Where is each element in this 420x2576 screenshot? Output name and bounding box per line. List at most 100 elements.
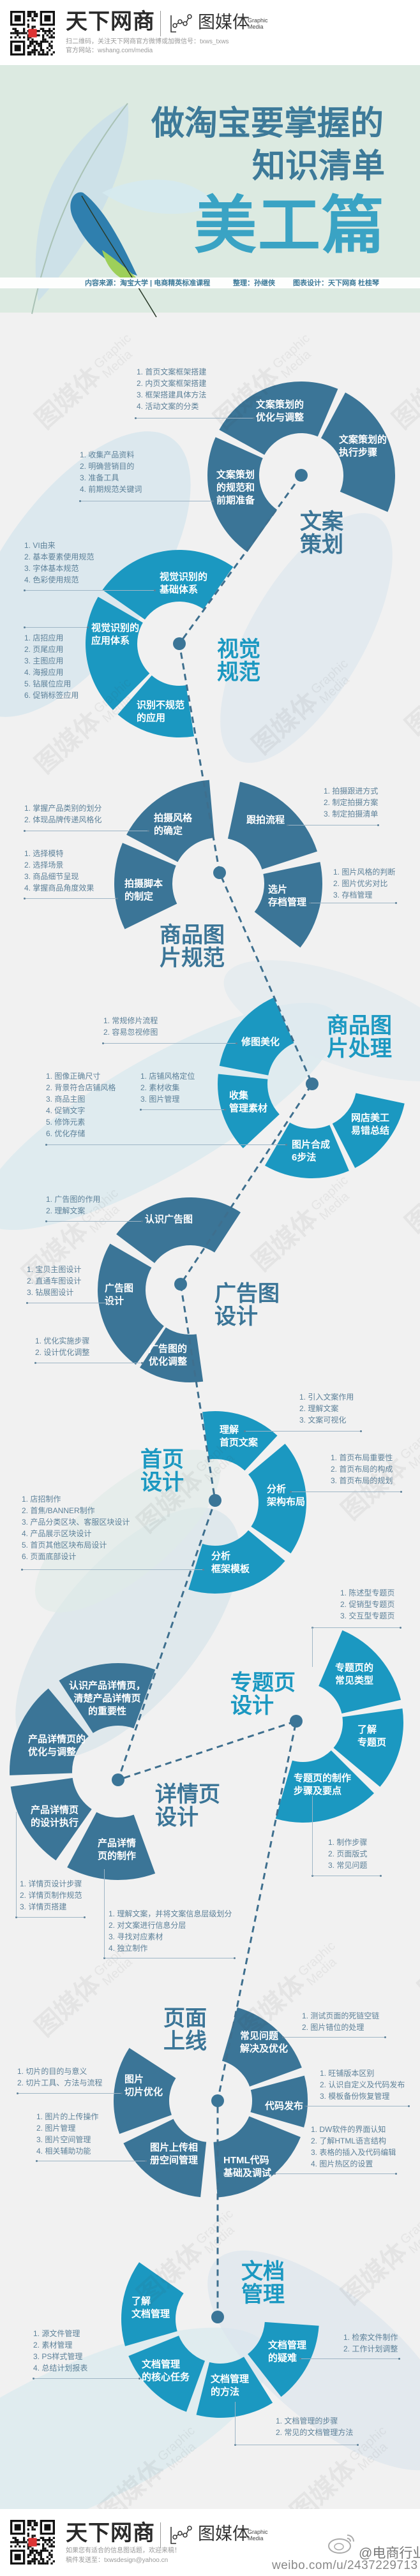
- wheel-segment: [188, 1530, 285, 1594]
- section-title: 首页 设计: [140, 1447, 184, 1495]
- list-item: 1. DW软件的界面认知: [311, 2125, 386, 2134]
- wheel-segment: [86, 596, 150, 710]
- list-item: 3. 钻展图设计: [27, 1288, 74, 1297]
- weibo-icon: [328, 2535, 354, 2554]
- center-dot: [290, 1715, 303, 1728]
- list-item: 3. 表格的插入及代码编辑: [311, 2148, 396, 2157]
- connector-dot: [116, 898, 118, 899]
- connector-line: [312, 1627, 400, 1628]
- connector-dot: [357, 2444, 359, 2446]
- list-item: 1. 制作步骤: [328, 1838, 368, 1847]
- list-item: 1. 陈述型专题页: [340, 1588, 395, 1597]
- list-item: 3. 产品分类区块、客服区块设计: [22, 1518, 130, 1527]
- list-item: 3. 存档管理: [333, 891, 373, 899]
- connector-dot: [299, 2358, 301, 2360]
- list-item: 3. 图片空间管理: [36, 2135, 91, 2144]
- list-item: 1. VI由来: [24, 541, 56, 550]
- list-item: 5. 钻展位应用: [24, 679, 71, 688]
- list-item: 2. 理解文案: [46, 1206, 86, 1215]
- segment-label: 文档管理 的方法: [211, 2374, 250, 2397]
- graphic-media-logo-icon: [170, 14, 192, 33]
- wheel-segment: [10, 1778, 92, 1861]
- segment-label: 认识产品详情页， 清楚产品详情页 的重要性: [69, 1680, 146, 1717]
- connector-line-vertical: [235, 2402, 236, 2445]
- connector-dot: [285, 1144, 287, 1146]
- connector-line: [22, 1569, 203, 1570]
- header-subline-2: 官方网站：wshang.com/media: [66, 47, 153, 54]
- segment-label: 分析 框架模板: [211, 1551, 250, 1574]
- list-item: 5. 首页其他区块布局设计: [22, 1541, 107, 1550]
- list-item: 4. 产品展示区块设计: [22, 1529, 92, 1538]
- wheel-segment: [219, 997, 294, 1076]
- list-item: 1. 店招制作: [22, 1495, 61, 1504]
- connector-dot: [84, 1916, 86, 1918]
- footer-subline-1: 如果您有适合的信息图话题，欢迎来稿！: [66, 2547, 181, 2554]
- list-item: 3. 寻找对应素材: [109, 1932, 163, 1941]
- list-item: 4. 海报应用: [24, 668, 64, 677]
- footer-brand-logo: 天下网商: [66, 2521, 155, 2545]
- wheel-segment: [250, 2075, 308, 2128]
- segment-label: 产品详情页 的设计执行: [31, 1805, 79, 1828]
- list-item: 2. 制定拍摄方案: [324, 798, 379, 807]
- connector-line: [103, 1043, 236, 1044]
- center-dot: [211, 2094, 224, 2107]
- connector-dot: [384, 2036, 386, 2038]
- wheel-segment: [320, 392, 395, 512]
- title-line-3: 美工篇: [194, 190, 386, 260]
- list-item: 1. 检索文件制作: [343, 2333, 398, 2342]
- connector-dot: [147, 830, 149, 832]
- wheel-segment: [221, 2007, 302, 2087]
- connector-dot: [141, 1220, 143, 1222]
- connector-dot: [380, 1875, 382, 1877]
- qr-code: [10, 11, 55, 56]
- wheel-9: [113, 2007, 308, 2198]
- connector-dot: [287, 824, 289, 826]
- list-item: 3. 首页布局的规划: [331, 1476, 393, 1485]
- segment-label: 文案策划 的规范和 前期准备: [216, 470, 255, 506]
- list-item: 2. 内页文案框架搭建: [137, 379, 207, 388]
- wheel-segment: [196, 2357, 273, 2418]
- list-item: 2. 页面版式: [328, 1849, 368, 1858]
- wheel-10: [121, 2262, 319, 2418]
- connector-dot: [45, 1144, 47, 1146]
- connector-dot: [121, 2092, 123, 2094]
- list-item: 1. 收集产品资料: [80, 450, 135, 459]
- wheel-segment: [254, 862, 322, 948]
- list-item: 2. 直通车图设计: [27, 1277, 82, 1285]
- list-item: 2. 理解文案: [299, 1404, 339, 1413]
- connector-dot: [395, 2173, 397, 2175]
- connector-dot: [141, 1362, 143, 1364]
- connector-dot: [304, 2105, 306, 2107]
- header-bar: [0, 0, 420, 65]
- wheel-segment: [333, 1708, 404, 1787]
- connector-line-vertical: [312, 1796, 313, 1876]
- list-item: 1. 文档管理的步骤: [276, 2417, 338, 2425]
- wheel-segment: [248, 2321, 319, 2397]
- list-item: 3. 文案可视化: [299, 1416, 347, 1425]
- connector-line-vertical: [312, 1627, 313, 1667]
- wheel-1: [207, 381, 395, 552]
- connector-dot: [135, 417, 137, 419]
- logo-en-2: Media: [248, 24, 264, 30]
- center-dot: [295, 469, 308, 482]
- list-item: 4. 掌握商品角度效果: [24, 884, 94, 892]
- connector-line-vertical: [16, 1812, 17, 1917]
- connector-line: [24, 590, 154, 591]
- connector-line: [244, 1431, 361, 1432]
- wheel-8: [275, 1630, 404, 1823]
- segment-label: 产品详情页的 优化与调整: [28, 1734, 86, 1758]
- list-item: 2. 了解HTML语言结构: [311, 2136, 387, 2145]
- wheel-segment: [218, 1074, 280, 1148]
- list-item: 1. 广告图的作用: [46, 1195, 101, 1204]
- center-dot: [211, 2311, 224, 2323]
- segment-label: 视觉识别的 基础体系: [160, 572, 208, 595]
- footer-bar: [0, 2509, 420, 2576]
- list-item: 1. 宝贝主图设计: [27, 1265, 82, 1274]
- qr-code: [10, 2520, 55, 2565]
- feather-shape: [220, 513, 393, 763]
- connector-dot: [45, 1220, 47, 1222]
- connector-dot: [234, 1957, 236, 1959]
- segment-label: 常见问题 解决及优化: [240, 2031, 289, 2054]
- wheel-5: [98, 1197, 241, 1382]
